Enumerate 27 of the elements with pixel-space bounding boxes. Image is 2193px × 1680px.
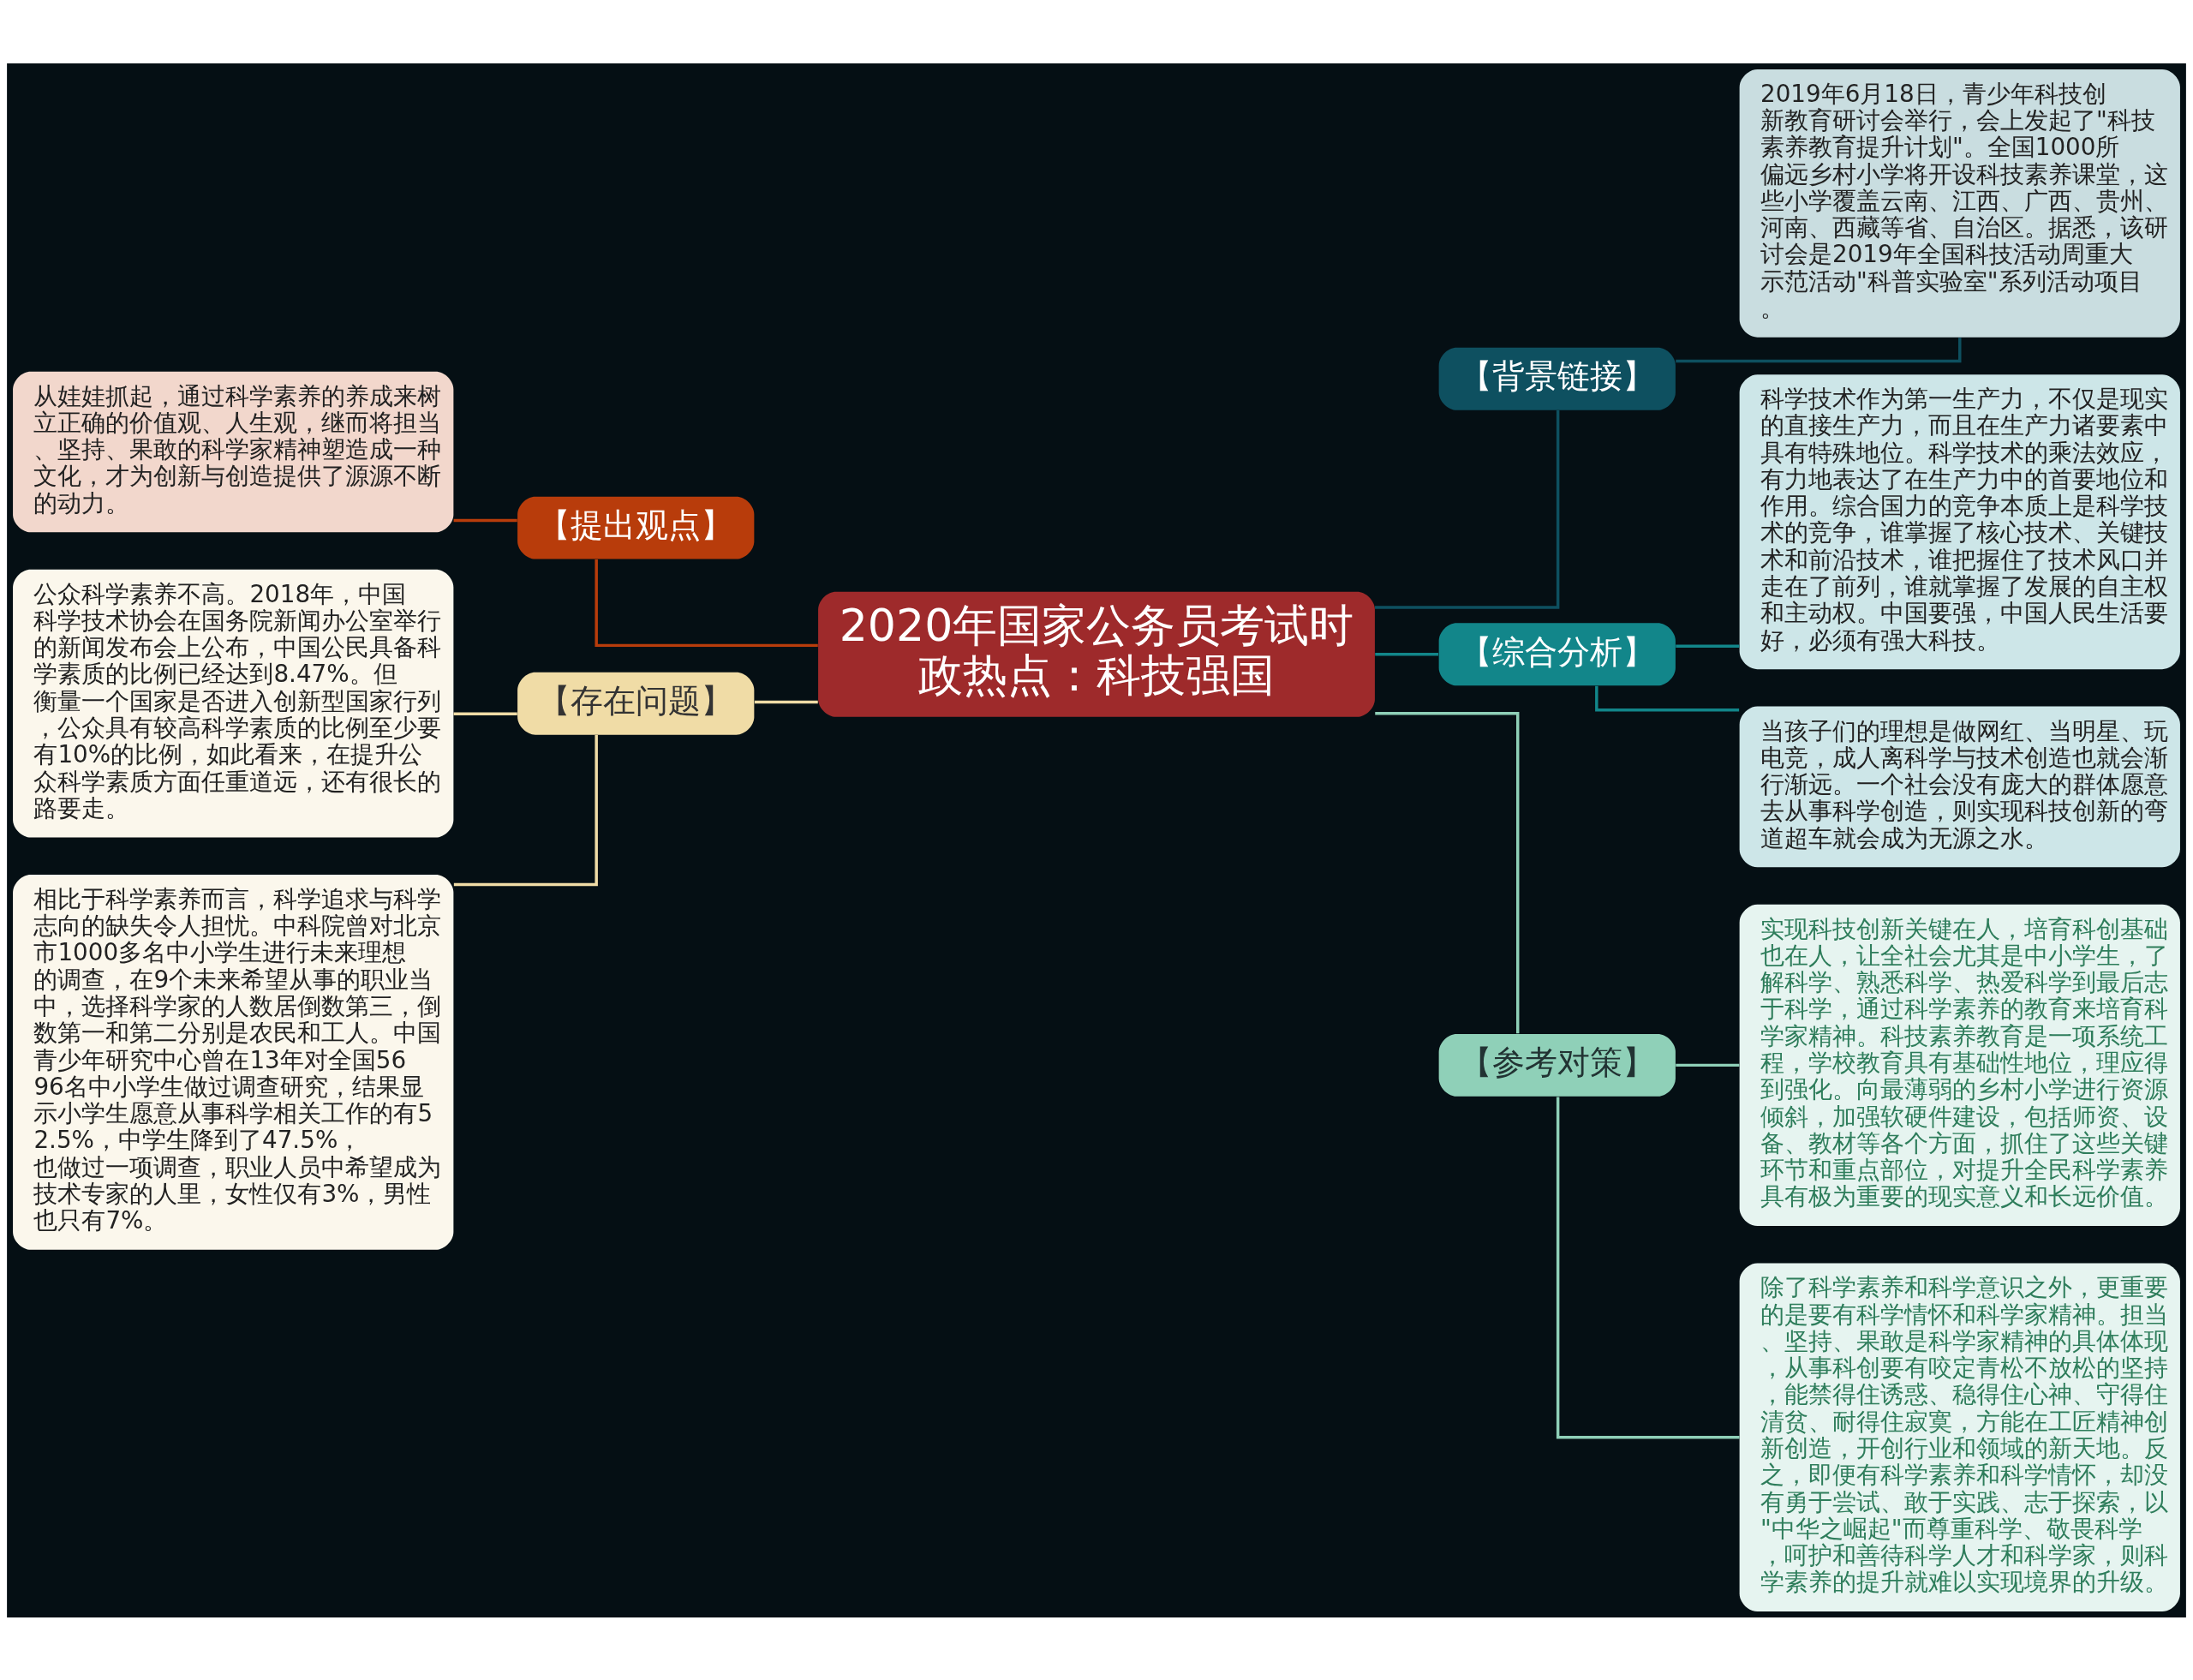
node-box: 当孩子们的理想是做网红、当明星、玩电竞，成人离科学与技术创造也就会渐行渐远。一个社会没有庞大的群体愿意去从事科学创造，则实现科技创新的弯道超车就会成为无源之水。 (1739, 706, 2180, 867)
node-box: 【存在问题】 (517, 672, 755, 735)
connector (754, 700, 818, 703)
connector (453, 518, 517, 522)
node-box: 相比于科学素养而言，科学追求与科学志向的缺失令人担忧。中科院曾对北京市1000多名中小学生进行未来理想的调查，在9个未来希望从事的职业当中，选择科学家的人数居倒数第三，倒数第一和第二分别是农民和工人。中国青少年研究中心曾在13年对全国5696名中小学生做过调查研究，结果显示小学生愿意从事科学相关工作的有52.5%，中学生降到了47.5%，也做过一项调查，职业人员中希望成为技术专家的人里，女性仅有3%，男性也只有7%。 (13, 874, 454, 1250)
node-box: 【背景链接】 (1438, 347, 1676, 410)
connector (1556, 1096, 1740, 1438)
connector (1676, 1063, 1740, 1067)
node-box: 【综合分析】 (1438, 622, 1676, 685)
connector (1375, 711, 1520, 1033)
connector (1595, 685, 1740, 711)
node-box: 2019年6月18日，青少年科技创新教育研讨会举行，会上发起了"科技素养教育提升计划"。全国1000所偏远乡村小学将开设科技素养课堂，这些小学覆盖云南、江西、广西、贵州、河南、西藏等省、自治区。据悉，该研讨会是2019年全国科技活动周重大示范活动"科普实验室"系列活动项目。 (1739, 69, 2180, 338)
node-box: 科学技术作为第一生产力，不仅是现实的直接生产力，而且在生产力诸要素中具有特殊地位。科学技术的乘法效应，有力地表达了在生产力中的首要地位和作用。综合国力的竞争本质上是科学技术的竞争，谁掌握了核心技术、关键技术和前沿技术，谁把握住了技术风口并走在了前列，谁就掌握了发展的自主权和主动权。中国要强，中国人民生活要好，必须有强大科技。 (1739, 374, 2180, 669)
connector (1676, 644, 1740, 648)
node-box: 【参考对策】 (1438, 1033, 1676, 1097)
connector (453, 734, 598, 886)
node-box: 2020年国家公务员考试时政热点：科技强国 (818, 591, 1375, 717)
connector (1375, 652, 1439, 656)
node-box: 从娃娃抓起，通过科学素养的养成来树立正确的价值观、人生观，继而将担当、坚持、果敢的科学家精神塑造成一种文化，才为创新与创造提供了源源不断的动力。 (13, 371, 454, 532)
connector (1374, 410, 1560, 609)
node-box: 【提出观点】 (517, 496, 755, 559)
connector (453, 712, 517, 715)
node-box: 公众科学素养不高。2018年，中国科学技术协会在国务院新闻办公室举行的新闻发布会上公布，中国公民具备科学素质的比例已经达到8.47%。但衡量一个国家是否进入创新型国家行列，公众具有较高科学素质的比例至少要有10%的比例，如此看来，在提升公众科学素质方面任重道远，还有很长的路要走。 (13, 569, 454, 837)
connector (1676, 337, 1962, 362)
connector (595, 559, 818, 647)
node-box: 除了科学素养和科学意识之外，更重要的是要有科学情怀和科学家精神。担当、坚持、果敢是科学家精神的具体体现，从事科创要有咬定青松不放松的坚持，能禁得住诱惑、稳得住心神、守得住清贫、耐得住寂寞，方能在工匠精神创新创造，开创行业和领域的新天地。反之，即便有科学素养和科学情怀，却没有勇于尝试、敢于实践、志于探索，以"中华之崛起"而尊重科学、敬畏科学，呵护和善待科学人才和科学家，则科学素养的提升就难以实现境界的升级。 (1739, 1262, 2180, 1611)
node-box: 实现科技创新关键在人，培育科创基础也在人，让全社会尤其是中小学生，了解科学、熟悉科学、热爱科学到最后志于科学，通过科学素养的教育来培育科学家精神。科技素养教育是一项系统工程，学校教育具有基础性地位，理应得到强化。向最薄弱的乡村小学进行资源倾斜，加强软硬件建设，包括师资、设备、教材等各个方面，抓住了这些关键环节和重点部位，对提升全民科学素养具有极为重要的现实意义和长远价值。 (1739, 904, 2180, 1226)
